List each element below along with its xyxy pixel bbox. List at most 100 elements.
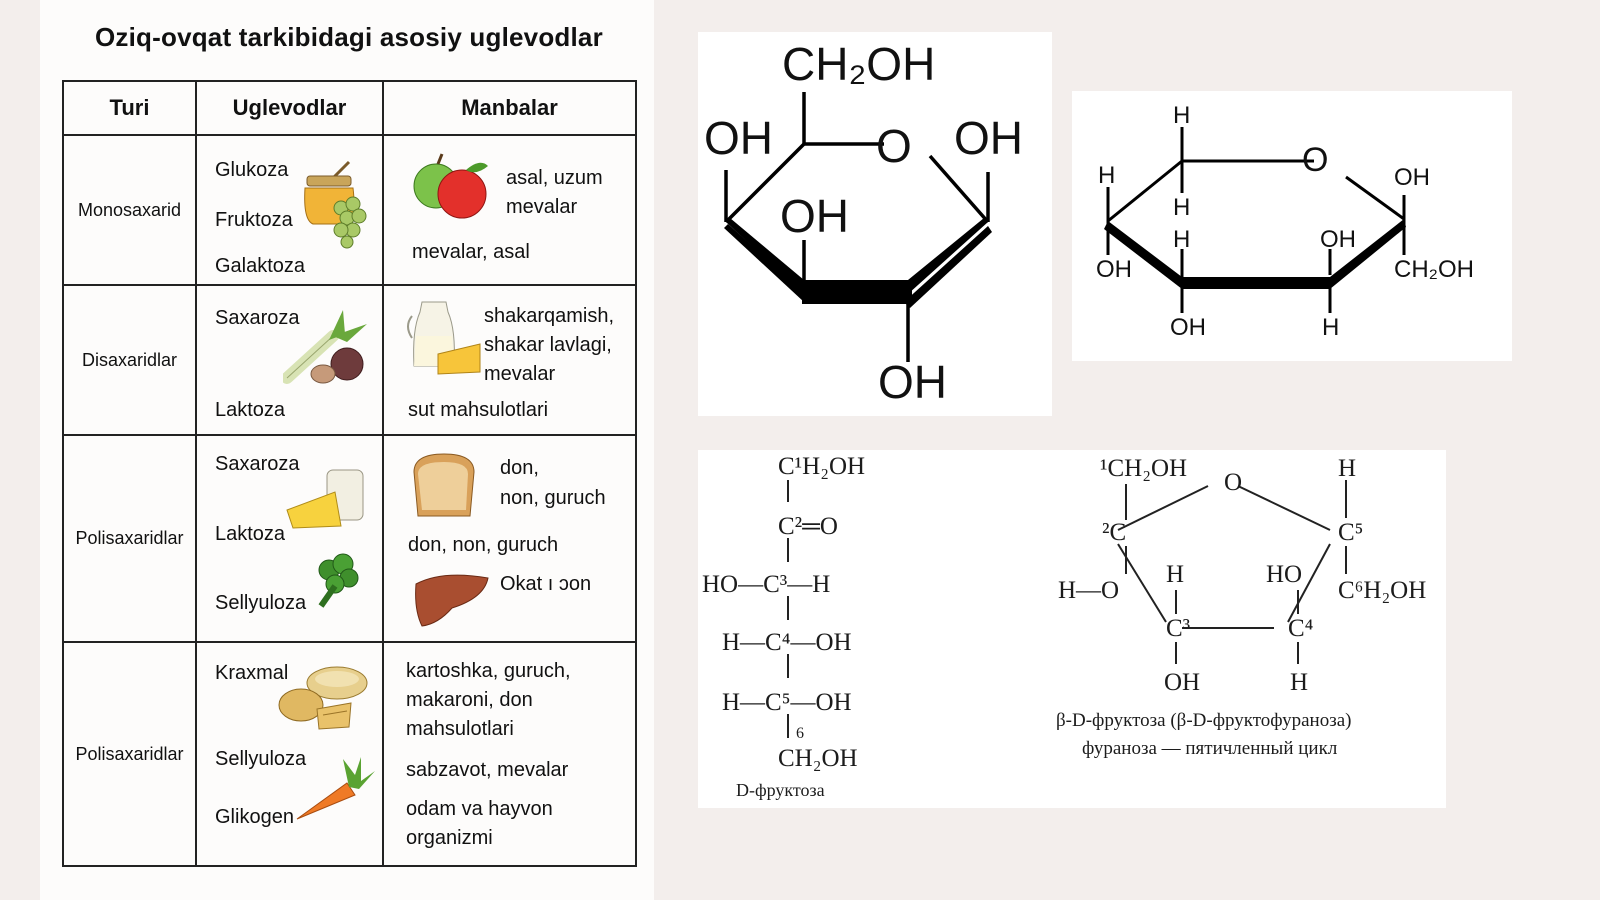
- fischer-c2: C²═O: [778, 513, 838, 540]
- furanose-ring: [1117, 480, 1347, 664]
- h-label: H: [1173, 102, 1190, 129]
- source-text: non, guruch: [500, 487, 606, 509]
- source-text: sabzavot, mevalar: [406, 759, 569, 781]
- carb-name: Glukoza: [215, 159, 289, 181]
- fischer-c1: C¹H₂OH: [778, 453, 865, 480]
- h-label: H: [1322, 314, 1339, 341]
- type-label: Monosaxarid: [77, 199, 182, 220]
- carb-name: Sellyuloza: [215, 592, 307, 614]
- oh-label: OH: [1320, 226, 1356, 253]
- carb-name: Kraxmal: [215, 662, 289, 684]
- table-header-row: Turi Uglevodlar Manbalar: [62, 80, 637, 136]
- carb-name: Fruktoza: [215, 209, 293, 231]
- source-text: Okat ı ɔon: [500, 573, 592, 595]
- oh-label: OH: [1096, 256, 1132, 283]
- table-row: Monosaxarid Glukoza Fruktoza Galaktoza: [62, 134, 637, 286]
- header-sources: Manbalar: [382, 80, 637, 136]
- h-label: H: [1166, 561, 1184, 588]
- type-label: Polisaxaridlar: [75, 528, 184, 548]
- type-label: Polisaxaridlar: [75, 743, 184, 764]
- source-text: kartoshka, guruch,: [406, 660, 571, 682]
- source-text: shakarqamish,: [484, 305, 615, 327]
- header-carbs: Uglevodlar: [195, 80, 384, 136]
- source-text: asal, uzum: [506, 167, 603, 189]
- furanose-c4: C⁴: [1288, 615, 1314, 642]
- chair-conformation-diagram: H H O OH H H OH CH₂OH OH OH H: [1096, 102, 1474, 341]
- page-title: Oziq-ovqat tarkibidagi asosiy uglevodlar: [95, 22, 603, 52]
- source-text: mevalar, asal: [412, 241, 530, 263]
- ch2oh-label: CH₂OH: [782, 38, 935, 90]
- oh-label: OH: [878, 356, 947, 408]
- type-cell: Monosaxarid: [62, 134, 197, 286]
- h-label: H: [1338, 455, 1356, 482]
- grain-carrot-icon: [278, 666, 375, 820]
- fischer-c3: HO—C³—H: [702, 571, 830, 598]
- carbs-cell: Saxaroza Laktoza: [195, 284, 384, 436]
- ring-oxygen-label: O: [1302, 141, 1328, 179]
- type-cell: Disaxaridlar: [62, 284, 197, 436]
- fischer-c5: H—C⁵—OH: [722, 689, 852, 716]
- oh-label: OH: [780, 190, 849, 242]
- source-text: mevalar: [484, 363, 556, 385]
- carb-name: Saxaroza: [215, 307, 300, 329]
- table-row: Disaxaridlar Saxaroza Laktoza shakarqami…: [62, 284, 637, 436]
- sources-cell: shakarqamish, shakar lavlagi, mevalar su…: [382, 284, 637, 436]
- type-cell: Polisaxaridlar: [62, 434, 197, 643]
- fischer-c6-number: 6: [796, 725, 804, 742]
- chair-conformation-panel: H H O OH H H OH CH₂OH OH OH H: [1072, 91, 1512, 361]
- fischer-caption: D-фруктоза: [736, 780, 825, 800]
- source-text: mevalar: [506, 196, 578, 218]
- ho-label: H—O: [1058, 577, 1119, 604]
- furanose-caption: β-D-фруктоза (β-D-фруктофураноза): [1056, 710, 1352, 731]
- ch2oh-label: CH₂OH: [1394, 256, 1474, 283]
- sources-cell: asal, uzum mevalar mevalar, asal: [382, 134, 637, 286]
- furanose-c3: C³: [1166, 615, 1191, 642]
- furanose-subcaption: фураноза — пятичленный цикл: [1082, 738, 1338, 759]
- header-type: Turi: [62, 80, 197, 136]
- carb-name: Saxaroza: [215, 453, 300, 475]
- oh-label: OH: [954, 112, 1023, 164]
- source-text: shakar lavlagi,: [484, 334, 612, 356]
- furanose-c5: C⁵: [1338, 519, 1363, 546]
- h-label: H: [1173, 194, 1190, 221]
- table-row: Polisaxaridlar Kraxmal Sellyuloza Glikog…: [62, 641, 637, 867]
- source-text: don, non, guruch: [408, 534, 559, 556]
- type-label: Disaxaridlar: [81, 349, 178, 370]
- source-text: organizmi: [406, 827, 493, 849]
- haworth-glucose-panel: CH₂OH OH O OH OH OH: [698, 32, 1052, 416]
- apples-icon: [413, 153, 488, 219]
- fischer-c6: CH₂OH: [778, 745, 858, 772]
- h-label: H: [1290, 669, 1308, 696]
- h-label: H: [1098, 162, 1115, 189]
- table-row: Polisaxaridlar Saxaroza Laktoza Sellyulo…: [62, 434, 637, 643]
- honey-grapes-icon: [304, 160, 367, 249]
- oh-label: OH: [1164, 669, 1200, 696]
- furanose-c1: ¹CH₂OH: [1100, 455, 1187, 482]
- sources-cell: don, non, guruch don, non, guruch Okat ı…: [382, 434, 637, 643]
- carb-name: Laktoza: [215, 523, 286, 545]
- source-text: sut mahsulotlari: [408, 399, 549, 421]
- carb-name: Glikogen: [215, 806, 294, 828]
- oh-label: OH: [1394, 164, 1430, 191]
- ring-oxygen-label: O: [1224, 469, 1242, 496]
- leek-beet-icon: [283, 310, 367, 384]
- oh-label: OH: [1170, 314, 1206, 341]
- source-text: mahsulotlari: [406, 718, 514, 740]
- cheese-broccoli-icon: [286, 469, 364, 608]
- bread-icon: [413, 453, 475, 517]
- furanose-c6: C⁶H₂OH: [1338, 577, 1426, 604]
- carbohydrate-table: Turi Uglevodlar Manbalar Monosaxarid Glu…: [62, 80, 637, 867]
- fructose-fischer-diagram: C¹H₂OH C²═O HO—C³—H H—C⁴—OH H—C⁵—OH 6 CH…: [702, 453, 1426, 800]
- milk-cheese-icon: [407, 301, 481, 375]
- sources-cell: kartoshka, guruch, makaroni, don mahsulo…: [382, 641, 637, 867]
- carbs-cell: Glukoza Fruktoza Galaktoza: [195, 134, 384, 286]
- liver-icon: [415, 574, 489, 627]
- source-text: makaroni, don: [406, 689, 533, 711]
- h-label: H: [1173, 226, 1190, 253]
- source-text: odam va hayvon: [406, 798, 553, 820]
- ring-oxygen-label: O: [876, 120, 912, 172]
- carbs-cell: Kraxmal Sellyuloza Glikogen: [195, 641, 384, 867]
- carb-name: Galaktoza: [215, 255, 306, 277]
- carb-name: Sellyuloza: [215, 748, 307, 770]
- furanose-c2: ²C: [1102, 519, 1126, 546]
